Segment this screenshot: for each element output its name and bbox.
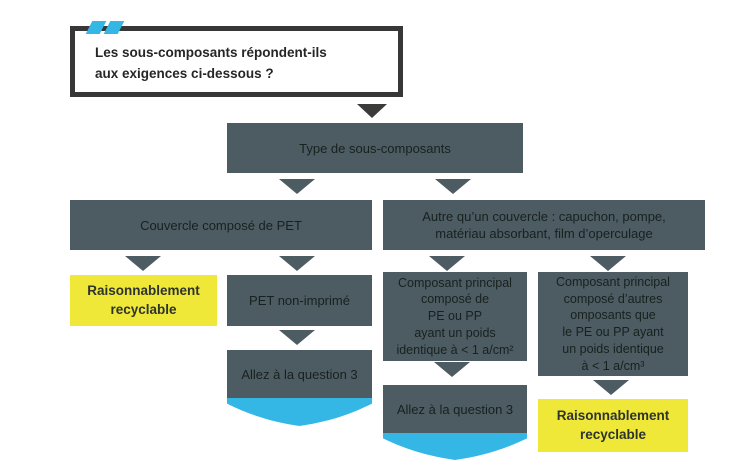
node-composant-autres: Composant principal composé d’autres omp… bbox=[538, 272, 688, 376]
arrow-down-icon bbox=[357, 104, 387, 118]
node-autre-couvercle: Autre qu’un couvercle : capuchon, pompe,… bbox=[383, 200, 705, 250]
arrow-down-icon bbox=[435, 179, 471, 194]
node-label: Raisonnablement recyclable bbox=[87, 283, 200, 317]
node-type-sous-composants: Type de sous-composants bbox=[227, 123, 523, 173]
arrow-down-icon bbox=[279, 256, 315, 271]
node-recyclable-left: Raisonnablement recyclable bbox=[70, 275, 217, 326]
node-label: Allez à la question 3 bbox=[241, 366, 358, 382]
node-label: Couvercle composé de PET bbox=[140, 217, 302, 233]
arrow-down-icon bbox=[279, 330, 315, 345]
node-label: Composant principal composé de PE ou PP … bbox=[396, 275, 514, 357]
node-label: Composant principal composé d’autres omp… bbox=[556, 274, 670, 373]
arrow-down-icon bbox=[434, 362, 470, 377]
node-label: Raisonnablement recyclable bbox=[556, 408, 670, 442]
arrow-down-icon bbox=[590, 256, 626, 271]
node-allez-question3-left: Allez à la question 3 bbox=[227, 350, 372, 398]
node-allez-question3-right: Allez à la question 3 bbox=[383, 385, 527, 433]
node-label: Type de sous-composants bbox=[299, 140, 451, 156]
double-chevron-icon bbox=[85, 21, 125, 34]
question-text: Les sous-composants répondent-ils aux ex… bbox=[95, 45, 327, 81]
node-label: Autre qu’un couvercle : capuchon, pompe,… bbox=[422, 208, 666, 241]
node-label: Allez à la question 3 bbox=[396, 401, 514, 417]
arrow-down-icon bbox=[429, 256, 465, 271]
blue-wave-shape bbox=[227, 398, 372, 426]
node-couvercle-pet: Couvercle composé de PET bbox=[70, 200, 372, 250]
node-recyclable-right: Raisonnablement recyclable bbox=[538, 399, 688, 452]
arrow-down-icon bbox=[125, 256, 161, 271]
node-composant-pe-pp: Composant principal composé de PE ou PP … bbox=[383, 272, 527, 361]
arrow-down-icon bbox=[593, 380, 629, 395]
node-label: PET non-imprimé bbox=[249, 293, 350, 308]
node-pet-non-imprime: PET non-imprimé bbox=[227, 275, 372, 326]
blue-wave-shape bbox=[383, 433, 527, 460]
question-box: Les sous-composants répondent-ils aux ex… bbox=[70, 21, 403, 97]
arrow-down-icon bbox=[279, 179, 315, 194]
